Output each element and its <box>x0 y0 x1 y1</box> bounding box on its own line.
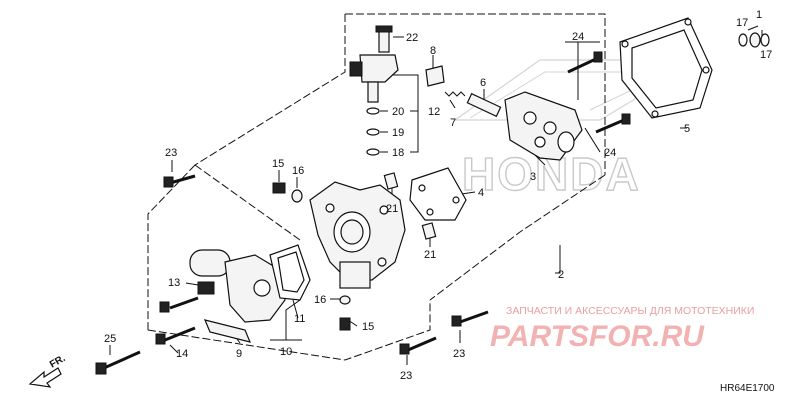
bolt-15-16-lower <box>339 295 351 331</box>
callout-24-lower: 24 <box>604 147 616 159</box>
lower-solenoid-assembly <box>189 244 311 343</box>
bolt-25 <box>95 350 141 375</box>
callout-21-upper: 21 <box>386 203 398 215</box>
callout-17-right: 17 <box>760 49 772 61</box>
plate-8 <box>425 65 445 87</box>
callout-9: 9 <box>236 348 242 360</box>
spool-valve-6 <box>444 91 502 118</box>
drawing-code: HR64E1700 <box>720 383 775 394</box>
callout-11: 11 <box>294 313 305 325</box>
callout-22: 22 <box>406 32 418 44</box>
callout-14: 14 <box>176 348 188 360</box>
callout-4: 4 <box>478 187 484 199</box>
o-rings <box>366 32 770 156</box>
callout-8: 8 <box>430 45 436 57</box>
callout-25: 25 <box>104 333 116 345</box>
front-label: FR. <box>48 353 68 371</box>
bolt-23-upper <box>163 174 196 188</box>
callout-23-right: 23 <box>453 348 465 360</box>
front-direction-indicator: FR. <box>28 353 68 388</box>
callout-12: 12 <box>428 106 440 118</box>
front-arrow-icon <box>28 367 62 388</box>
callout-10: 10 <box>280 346 292 358</box>
bolt-15-upper <box>272 182 303 203</box>
callout-23-bottom: 23 <box>400 370 412 382</box>
shop-logo-text: PARTSFOR.RU <box>490 320 705 353</box>
callout-3: 3 <box>530 171 536 183</box>
callout-15-upper: 15 <box>272 158 284 170</box>
shop-tagline: ЗАПЧАСТИ И АКСЕССУАРЫ ДЛЯ МОТОТЕХНИКИ <box>506 305 754 317</box>
shop-watermark: ЗАПЧАСТИ И АКСЕССУАРЫ ДЛЯ МОТОТЕХНИКИ PA… <box>490 305 754 353</box>
callout-6: 6 <box>480 77 486 89</box>
upper-shift-solenoid <box>349 25 399 103</box>
gasket-5 <box>619 17 713 119</box>
callout-13: 13 <box>168 277 180 289</box>
callout-16-lower: 16 <box>314 294 326 306</box>
callout-2: 2 <box>558 269 564 281</box>
callout-23-upper: 23 <box>165 147 177 159</box>
callout-labels: 22 8 24 17 1 17 6 20 12 7 19 18 5 3 24 2… <box>104 9 772 382</box>
callout-24-upper: 24 <box>572 31 584 43</box>
dowel-pins-21 <box>383 172 437 240</box>
control-valve-body-2 <box>309 181 406 289</box>
callout-1: 1 <box>756 9 762 21</box>
callout-18: 18 <box>392 147 404 159</box>
callout-20: 20 <box>392 106 404 118</box>
callout-7: 7 <box>450 117 456 129</box>
callout-16-upper: 16 <box>292 165 304 177</box>
bolt-14 <box>155 326 196 345</box>
callout-21-lower: 21 <box>424 249 436 261</box>
callout-17-left: 17 <box>736 17 748 29</box>
long-bolts-24 <box>567 51 631 134</box>
callout-19: 19 <box>392 127 404 139</box>
callout-5: 5 <box>684 123 690 135</box>
callout-15-lower: 15 <box>362 321 374 333</box>
cover-plate-4 <box>409 167 467 221</box>
bolt-13 <box>159 296 199 313</box>
valve-body-3 <box>504 91 583 161</box>
bolts-23-lower <box>399 310 489 355</box>
